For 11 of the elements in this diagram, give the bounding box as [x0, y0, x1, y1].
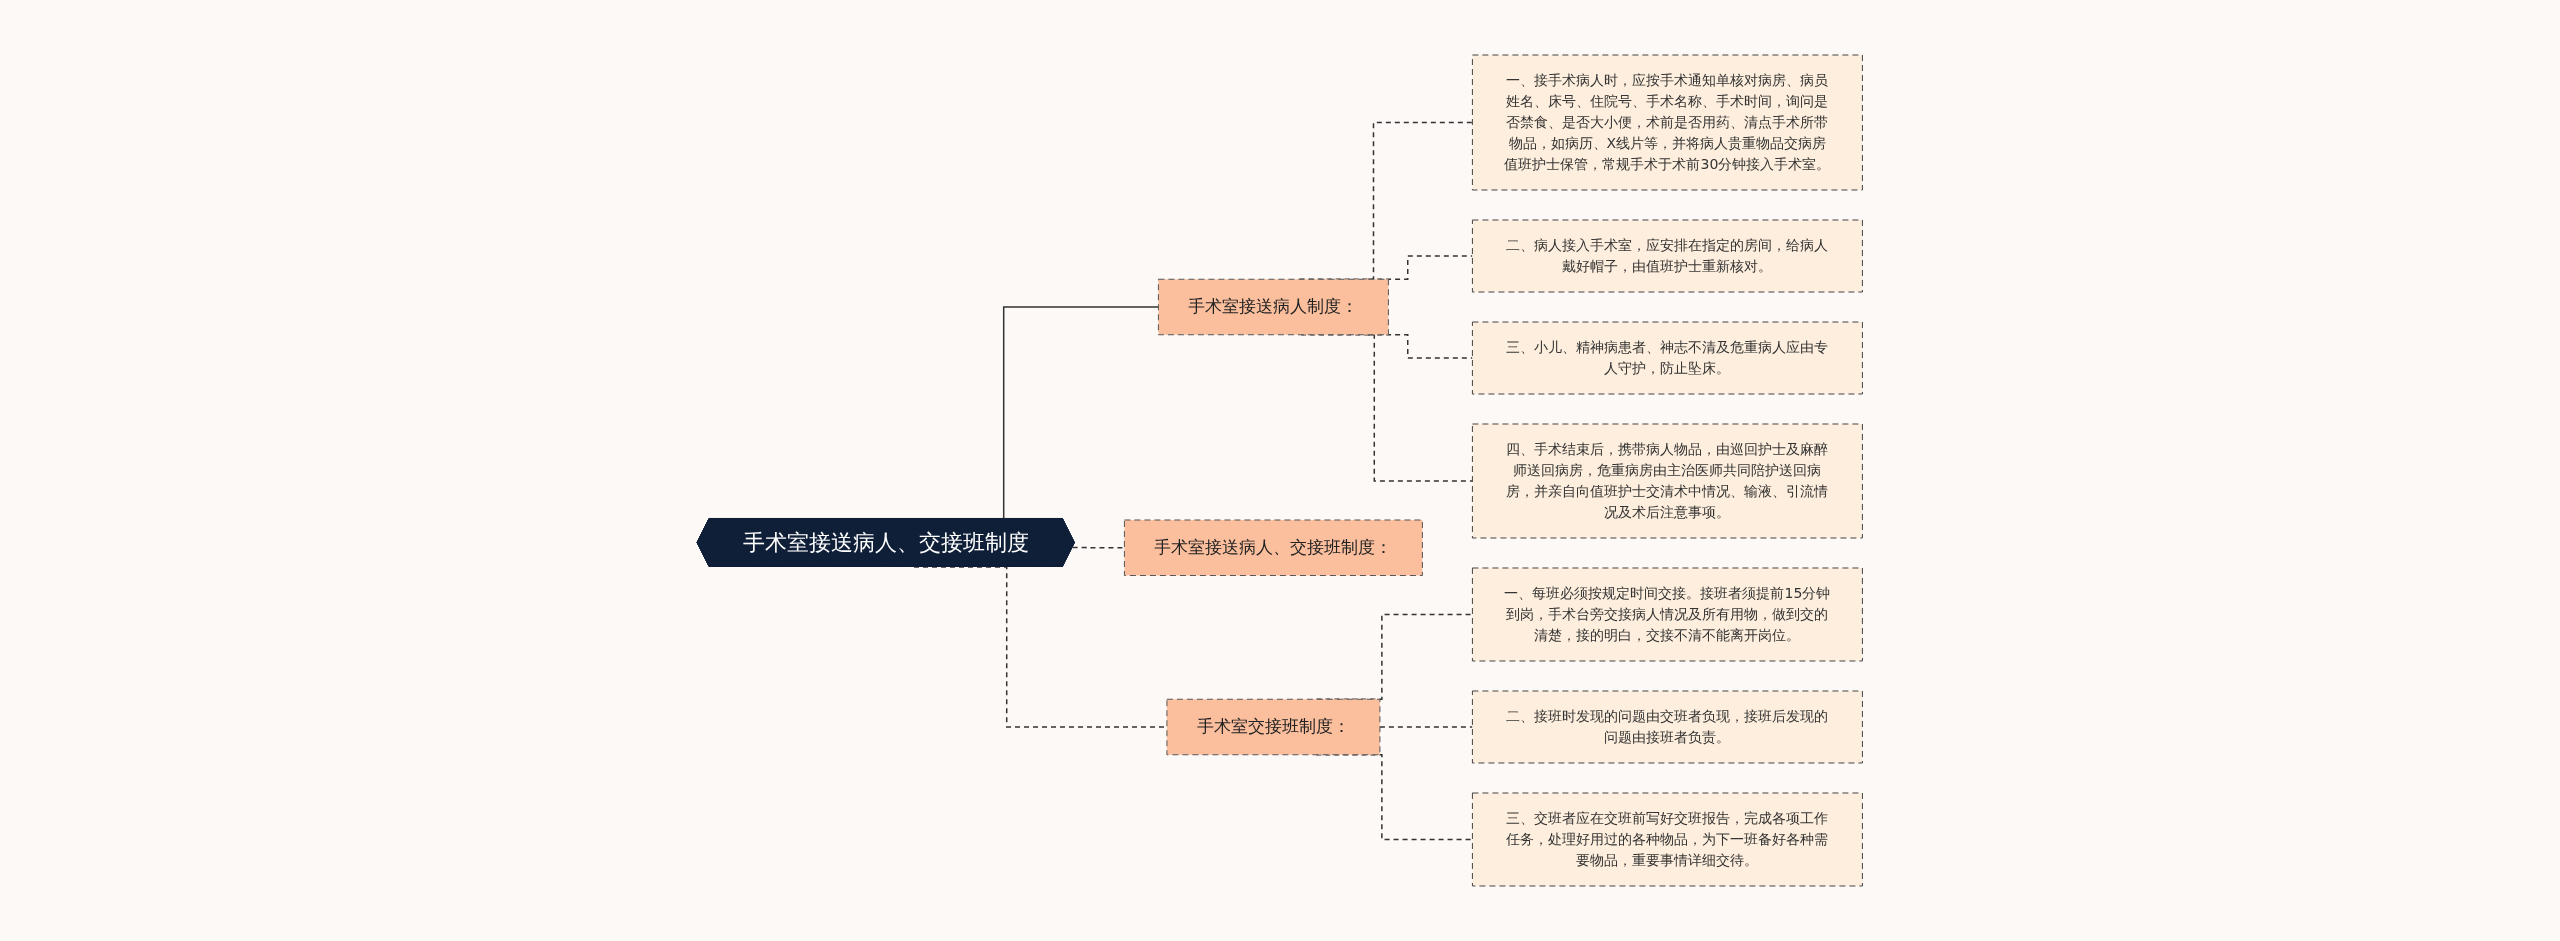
- node-box: 二、病人接入手术室，应安排在指定的房间，给病人戴好帽子，由值班护士重新核对。: [1472, 219, 1864, 293]
- node-box: 二、接班时发现的问题由交班者负现，接班后发现的问题由接班者负责。: [1472, 690, 1864, 764]
- node-box: 手术室接送病人制度：: [1158, 278, 1390, 336]
- node-box: 四、手术结束后，携带病人物品，由巡回护士及麻醉师送回病房，危重病房由主治医师共同陪护送回病房，并亲自向值班护士交清术中情况、输液、引流情况及术后注意事项。: [1472, 423, 1864, 539]
- node-box: 手术室交接班制度：: [1166, 698, 1381, 756]
- connector: [1379, 726, 1474, 728]
- node-box: 三、交班者应在交班前写好交班报告，完成各项工作任务，处理好用过的各种物品，为下一班备好各种需要物品，重要事情详细交待。: [1472, 792, 1864, 887]
- node-box: 一、接手术病人时，应按手术通知单核对病房、病员姓名、床号、住院号、手术名称、手术时间，询问是否禁食、是否大小便，术前是否用药、清点手术所带物品，如病历、X线片等，并将病人贵重物品交病房值班护士保管，常规手术于术前30分钟接入手术室。: [1472, 54, 1864, 191]
- node-box: 三、小儿、精神病患者、神志不清及危重病人应由专人守护，防止坠床。: [1472, 321, 1864, 395]
- node-box: 手术室接送病人、交接班制度：: [1124, 519, 1424, 576]
- node-box: 一、每班必须按规定时间交接。接班者须提前15分钟到岗，手术台旁交接病人情况及所有用物，做到交的清楚，接的明白，交接不清不能离开岗位。: [1472, 567, 1864, 662]
